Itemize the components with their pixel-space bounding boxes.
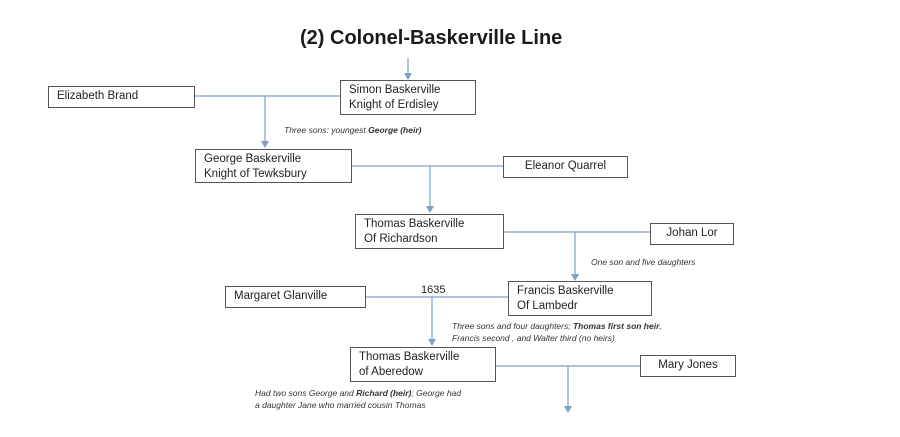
person-box-george-baskerville: George Baskerville Knight of Tewksbury [195, 149, 352, 183]
person-name: Johan Lor [666, 227, 718, 239]
arrowhead-george [261, 141, 269, 148]
person-box-thomas-baskerville-aberedow: Thomas Baskerville of Aberedow [350, 347, 496, 382]
person-box-margaret-glanville: Margaret Glanville [225, 286, 366, 308]
note-thomas-aberedow-children: Had two sons George and Richard (heir); … [255, 388, 462, 410]
person-title: Of Richardson [364, 233, 438, 245]
person-name: Elizabeth Brand [57, 90, 139, 102]
person-box-thomas-baskerville-richardson: Thomas Baskerville Of Richardson [355, 214, 504, 249]
person-name: Simon Baskerville [349, 84, 441, 96]
person-name: Thomas Baskerville [359, 351, 460, 363]
page-title: (2) Colonel-Baskerville Line [300, 27, 563, 49]
marriage-year-label: 1635 [421, 284, 446, 296]
person-name: Mary Jones [658, 359, 718, 371]
note-thomas-children: One son and five daughters [591, 257, 696, 267]
person-box-eleanor-quarrel: Eleanor Quarrel [503, 156, 628, 178]
person-title: Knight of Tewksbury [204, 168, 307, 180]
person-name: Margaret Glanville [234, 290, 328, 302]
arrowhead-thomas-aberedow [428, 339, 436, 346]
person-box-francis-baskerville: Francis Baskerville Of Lambedr [508, 281, 652, 316]
person-name: Francis Baskerville [517, 285, 614, 297]
person-box-elizabeth-brand: Elizabeth Brand [48, 86, 195, 108]
person-title: Knight of Erdisley [349, 99, 439, 111]
arrowhead-thomas-richardson [426, 206, 434, 213]
person-box-johan-lor: Johan Lor [650, 223, 734, 245]
person-box-mary-jones: Mary Jones [640, 355, 736, 377]
arrowhead-top [404, 73, 412, 80]
person-title: of Aberedow [359, 366, 423, 378]
person-title: Of Lambedr [517, 300, 578, 312]
arrowhead-next [564, 406, 572, 413]
arrowhead-francis [571, 274, 579, 281]
person-name: Thomas Baskerville [364, 218, 465, 230]
note-simon-children: Three sons: youngest George (heir) [284, 125, 422, 135]
person-name: George Baskerville [204, 153, 302, 165]
note-francis-children: Three sons and four daughters; Thomas fi… [452, 321, 662, 343]
person-box-simon-baskerville: Simon Baskerville Knight of Erdisley [340, 80, 476, 115]
person-name: Eleanor Quarrel [524, 160, 607, 172]
